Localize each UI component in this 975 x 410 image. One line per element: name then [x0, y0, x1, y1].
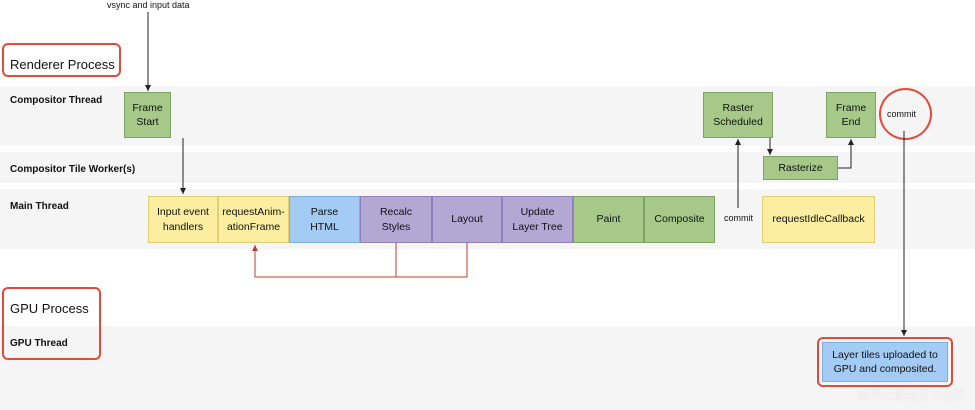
- gpu-process-title: GPU Process: [10, 301, 89, 316]
- update-layer-tree-box: Update Layer Tree: [502, 196, 573, 243]
- main-thread-label: Main Thread: [10, 201, 69, 212]
- frame-start-box: Frame Start: [124, 92, 171, 138]
- input-event-handlers-box: Input event handlers: [148, 196, 218, 243]
- gpu-process-frame: [2, 287, 101, 360]
- vsync-input-annotation: vsync and input data: [107, 0, 190, 10]
- composite-box: Composite: [644, 196, 715, 243]
- watermark-text: @稀土掘金技术社区: [856, 388, 965, 402]
- recalc-styles-box: Recalc Styles: [360, 196, 432, 243]
- paint-box: Paint: [573, 196, 644, 243]
- raster-scheduled-box: Raster Scheduled: [703, 92, 773, 138]
- rasterize-box: Rasterize: [763, 156, 838, 180]
- renderer-process-frame: [2, 43, 121, 77]
- request-idle-callback-box: requestIdleCallback: [762, 196, 875, 243]
- commit-circle: [879, 88, 932, 140]
- renderer-process-title: Renderer Process: [10, 57, 115, 72]
- layer-tiles-highlight-frame: [817, 337, 953, 387]
- layer-tiles-box: Layer tiles uploaded to GPU and composit…: [822, 342, 948, 382]
- frame-end-box: Frame End: [826, 92, 876, 138]
- compositor-thread-label: Compositor Thread: [10, 95, 103, 106]
- gpu-thread-label: GPU Thread: [10, 338, 68, 349]
- gpu-thread-band: [0, 326, 975, 410]
- request-animation-frame-box: requestAnim- ationFrame: [218, 196, 289, 243]
- parse-html-box: Parse HTML: [289, 196, 360, 243]
- layout-box: Layout: [432, 196, 502, 243]
- compositor-tile-workers-label: Compositor Tile Worker(s): [10, 164, 136, 175]
- commit-right-label: commit: [887, 109, 916, 119]
- commit-left-label: commit: [724, 213, 753, 223]
